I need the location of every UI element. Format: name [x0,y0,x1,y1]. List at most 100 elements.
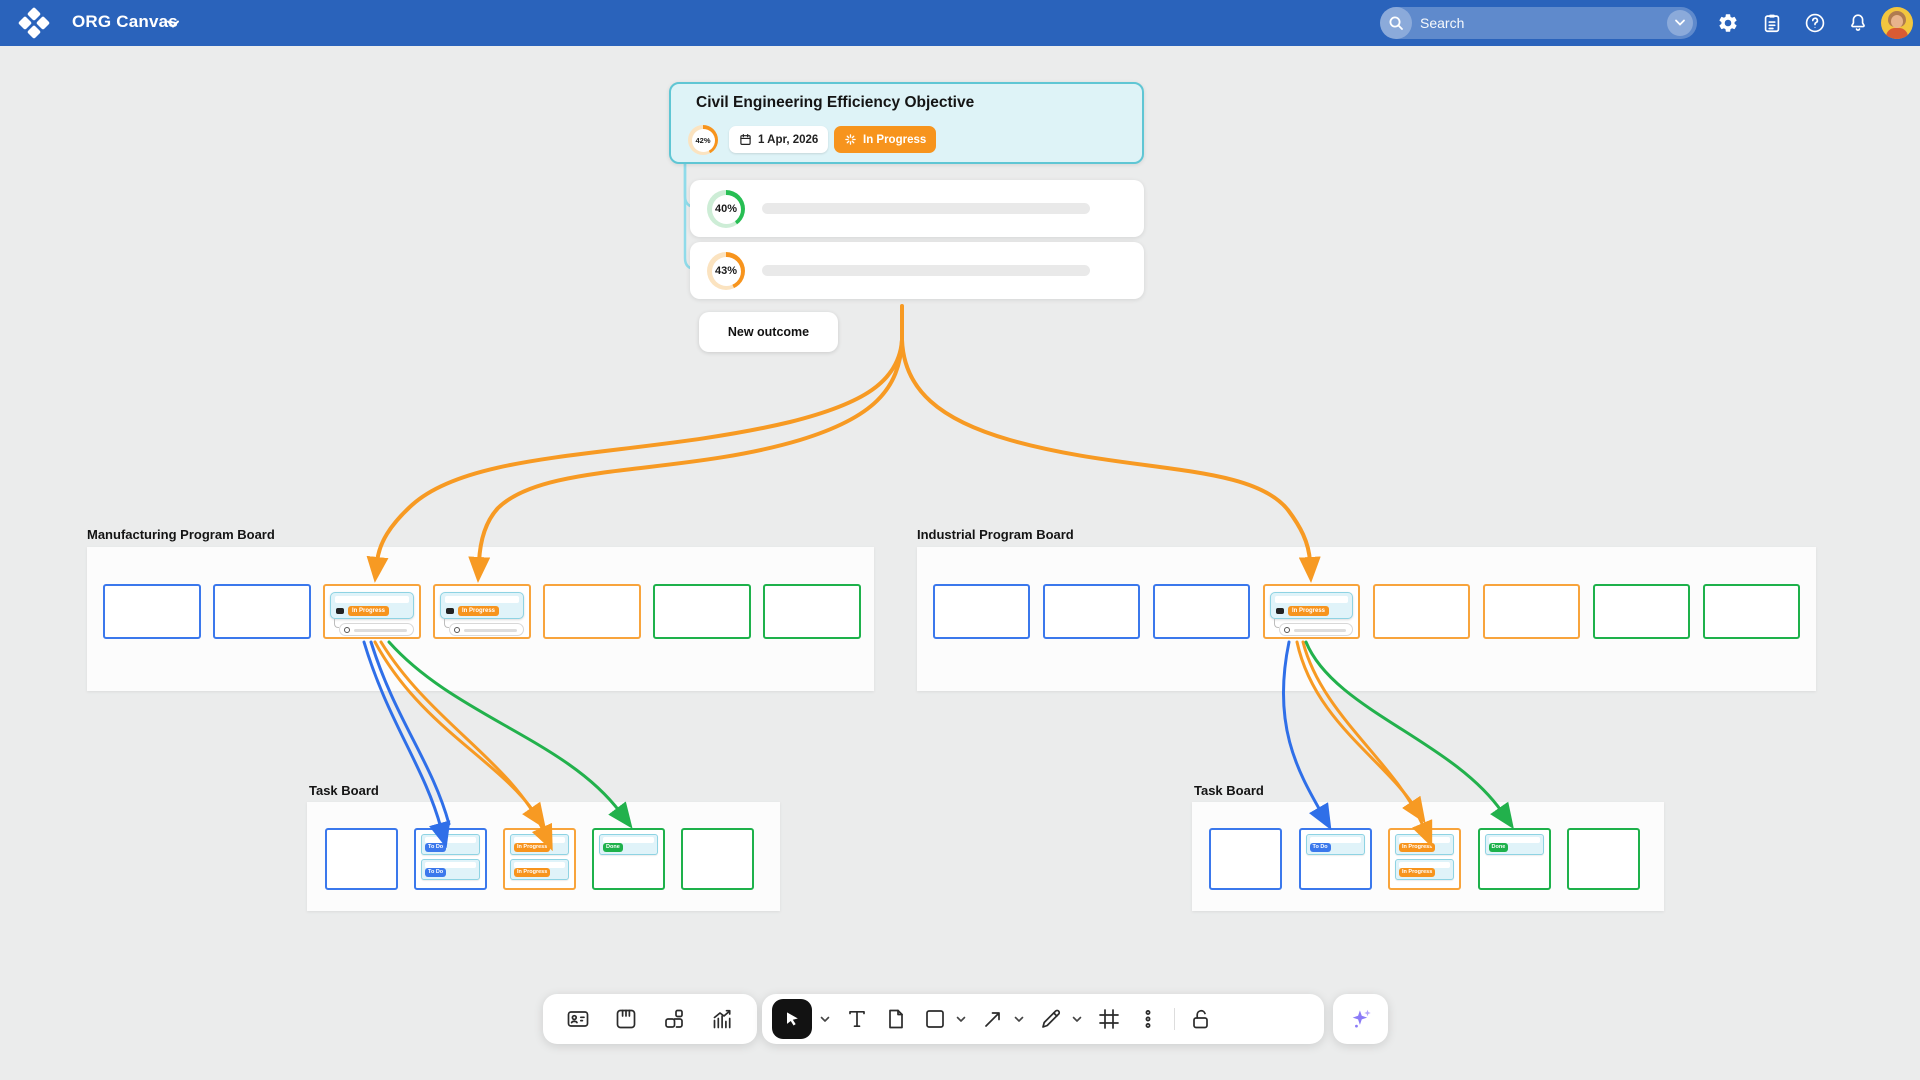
program-card-orange[interactable]: In Progress [1263,584,1360,639]
notifications-bell-icon[interactable] [1847,12,1869,34]
task-card-blue[interactable] [325,828,398,890]
mini-objective-card[interactable]: In Progress [1270,592,1353,619]
chevron-down-icon[interactable] [1013,1006,1025,1032]
objective-status-badge[interactable]: In Progress [834,126,937,153]
mini-connector-elbow [444,619,449,628]
board-label: Industrial Program Board [917,527,1074,542]
pen-tool[interactable] [1038,1006,1064,1032]
select-cursor-tool[interactable] [772,999,812,1039]
search-scope-dropdown[interactable] [1667,10,1693,36]
page-tool[interactable] [883,1006,909,1032]
program-card-green[interactable] [1703,584,1800,639]
layout-blocks-icon[interactable] [661,1006,687,1032]
mini-outcome-row[interactable] [339,623,414,636]
task-board-right[interactable]: To Do In Progress In Progress Done [1192,802,1664,911]
mini-progress-dot [454,627,460,633]
task-mini-card[interactable]: Done [599,834,658,855]
search-bar[interactable] [1380,7,1697,39]
task-card-blue[interactable] [1209,828,1282,890]
task-mini-card[interactable]: To Do [421,834,480,855]
app-title[interactable]: ORG Canvas [72,12,178,31]
task-status-badge: To Do [425,843,447,852]
task-card-green[interactable]: Done [1477,828,1551,890]
task-card-orange[interactable]: In Progress In Progress [503,828,576,890]
chevron-down-icon[interactable] [1071,1006,1083,1032]
task-mini-card[interactable]: In Progress [1395,859,1454,880]
program-card-blue[interactable] [933,584,1030,639]
program-card-green[interactable] [653,584,751,639]
task-title-placeholder [603,837,654,843]
program-card-green[interactable] [1593,584,1690,639]
outcome-card[interactable]: 43% [690,242,1144,299]
program-card-blue[interactable] [213,584,311,639]
program-card-orange[interactable]: In Progress [323,584,421,639]
task-card-green[interactable] [681,828,754,890]
mini-objective-card[interactable]: In Progress [440,592,524,619]
task-status-badge: To Do [1309,843,1331,852]
chevron-down-icon[interactable] [819,1006,831,1032]
chevron-down-icon[interactable] [955,1006,967,1032]
program-card-orange[interactable] [543,584,641,639]
manufacturing-program-board[interactable]: In Progress In Progress [87,547,874,691]
outcome-card[interactable]: 40% [690,180,1144,237]
task-board-left[interactable]: To Do To Do In Progress In Progress Done [307,802,780,911]
task-status-badge: In Progress [514,868,551,877]
objective-progress-ring: 42% [688,125,718,155]
task-title-placeholder [1488,837,1540,843]
text-tool[interactable] [844,1006,870,1032]
mini-status-badge: In Progress [1288,606,1330,616]
spinner-icon [845,134,856,145]
program-card-orange[interactable]: In Progress [433,584,531,639]
program-card-orange[interactable] [1373,584,1470,639]
settings-gear-icon[interactable] [1717,12,1739,34]
objective-card[interactable]: Civil Engineering Efficiency Objective 4… [669,82,1144,164]
objective-due-date-chip[interactable]: 1 Apr, 2026 [729,126,829,153]
mini-text-placeholder [354,628,407,632]
task-mini-card[interactable]: In Progress [1395,834,1454,855]
new-outcome-button[interactable]: New outcome [699,312,838,352]
ai-sparkle-icon [1352,1009,1371,1028]
task-mini-card[interactable]: In Progress [510,834,569,855]
chevron-down-icon[interactable] [166,16,180,34]
task-card-blue[interactable]: To Do [1298,828,1372,890]
program-card-blue[interactable] [103,584,201,639]
help-icon[interactable] [1804,12,1826,34]
task-title-placeholder [514,862,565,868]
user-avatar[interactable] [1881,7,1913,39]
task-card-green[interactable] [1567,828,1640,890]
task-mini-card[interactable]: Done [1484,834,1544,855]
analytics-chart-icon[interactable] [709,1006,735,1032]
widgets-toolbar [543,994,757,1044]
task-mini-card[interactable]: To Do [1305,834,1365,855]
app-logo-icon[interactable] [17,6,51,40]
ai-assistant-button[interactable] [1333,994,1388,1044]
mini-outcome-row[interactable] [1279,623,1353,636]
task-title-placeholder [1399,862,1450,868]
mini-status-badge: In Progress [348,606,390,616]
task-mini-card[interactable]: In Progress [510,859,569,880]
objective-due-date: 1 Apr, 2026 [758,133,819,146]
program-card-blue[interactable] [1043,584,1140,639]
lock-open-icon[interactable] [1188,1006,1214,1032]
more-options-icon[interactable] [1135,1006,1161,1032]
mini-outcome-row[interactable] [449,623,524,636]
connector-arrow-tool[interactable] [980,1006,1006,1032]
task-card-blue[interactable]: To Do To Do [414,828,487,890]
frame-tool[interactable] [1096,1006,1122,1032]
task-card-green[interactable]: Done [592,828,665,890]
task-mini-card[interactable]: To Do [421,859,480,880]
shape-tool[interactable] [922,1006,948,1032]
outcome-title-placeholder [762,203,1090,214]
task-card-orange[interactable]: In Progress In Progress [1388,828,1461,890]
kanban-board-icon[interactable] [613,1006,639,1032]
program-card-orange[interactable] [1483,584,1580,639]
industrial-program-board[interactable]: In Progress [917,547,1816,691]
program-card-blue[interactable] [1153,584,1250,639]
mini-progress-dot [344,627,350,633]
mini-objective-card[interactable]: In Progress [330,592,414,619]
contact-card-icon[interactable] [565,1006,591,1032]
program-card-green[interactable] [763,584,861,639]
notes-clipboard-icon[interactable] [1761,12,1783,34]
search-input[interactable] [1412,15,1667,31]
